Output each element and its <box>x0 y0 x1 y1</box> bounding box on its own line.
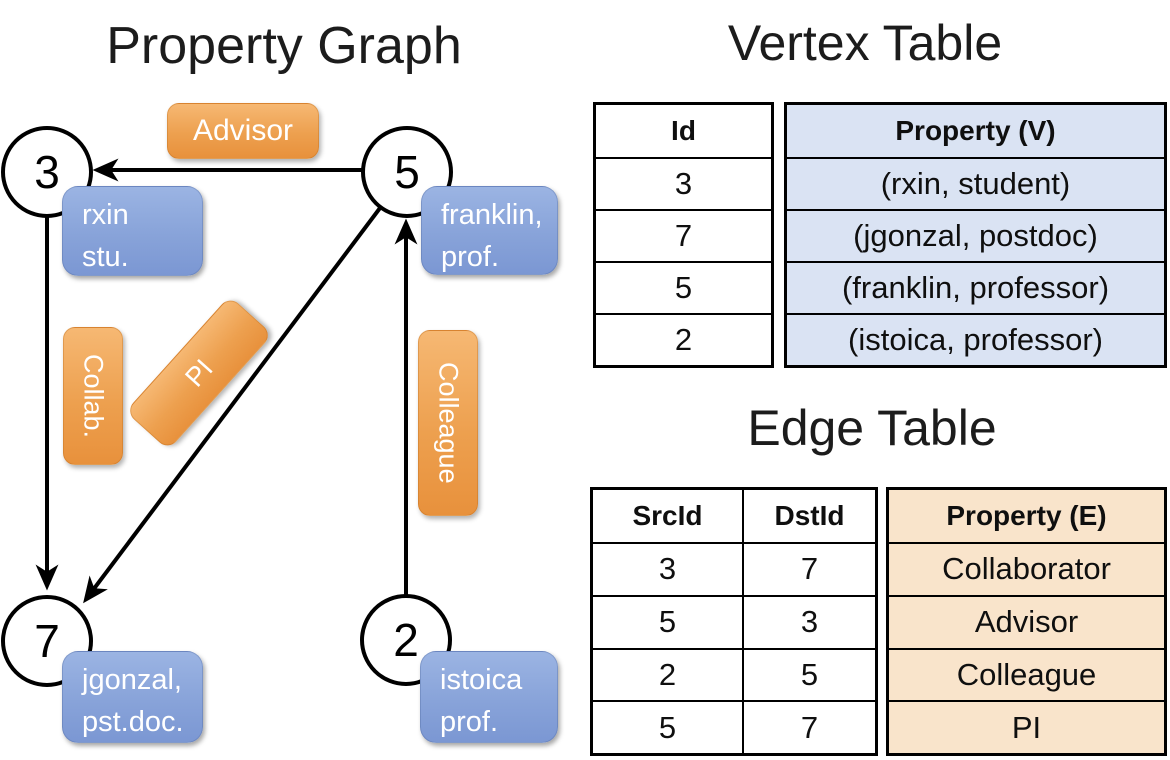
column-header-dstid: DstId <box>742 490 875 542</box>
node-circle-5: 5 <box>361 126 453 218</box>
column-header-property-e: Property (E) <box>946 500 1107 531</box>
property-line: pst.doc. <box>82 706 184 739</box>
edge-label-collab: Collab. <box>63 327 123 465</box>
property-graph-title: Property Graph <box>106 17 462 75</box>
node-property-box-2: istoica prof. <box>420 651 558 743</box>
property-line: rxin <box>82 199 129 231</box>
edge-dstid-cell: 7 <box>742 542 875 595</box>
node-id-label: 7 <box>34 615 60 667</box>
property-line: prof. <box>441 241 500 274</box>
edge-dstid-cell: 5 <box>742 647 875 701</box>
node-property-box-3: rxin stu. <box>62 186 203 276</box>
vertex-property-cell: (jgonzal, postdoc) <box>787 209 1164 261</box>
edge-srcid-cell: 5 <box>593 594 742 648</box>
vertex-id-cell: 5 <box>596 261 771 313</box>
property-line: prof. <box>440 706 499 739</box>
edge-srcid-cell: 3 <box>593 542 742 595</box>
edge-line-pi <box>83 206 382 604</box>
column-header-srcid: SrcId <box>632 500 703 531</box>
node-property-box-5: franklin, prof. <box>421 186 558 275</box>
edge-label-advisor: Advisor <box>167 103 319 159</box>
property-line: jgonzal, <box>82 664 182 696</box>
column-header-id: Id <box>671 115 696 146</box>
edge-table-property-column: Property (E) Collaborator Advisor Collea… <box>886 487 1167 756</box>
node-id-label: 2 <box>393 614 419 666</box>
vertex-property-cell: (rxin, student) <box>787 157 1164 209</box>
vertex-property-cell: (franklin, professor) <box>787 261 1164 313</box>
node-circle-2: 2 <box>360 594 452 686</box>
edge-dstid-cell: 3 <box>742 594 875 648</box>
edge-label-colleague: Colleague <box>418 330 478 516</box>
property-line: stu. <box>82 241 129 274</box>
edge-srcid-cell: 2 <box>593 647 742 701</box>
edge-srcid-cell: 5 <box>593 700 742 753</box>
vertex-id-cell: 3 <box>596 157 771 209</box>
vertex-table-id-column: Id 3 7 5 2 <box>593 102 774 368</box>
edge-property-cell: Collaborator <box>889 542 1164 595</box>
edge-property-cell: Advisor <box>889 594 1164 648</box>
vertex-id-cell: 7 <box>596 209 771 261</box>
column-header-property-v: Property (V) <box>895 115 1056 146</box>
edge-property-cell: PI <box>889 700 1164 753</box>
vertex-table-title: Vertex Table <box>727 15 1003 71</box>
edge-property-cell: Colleague <box>889 647 1164 701</box>
vertex-id-cell: 2 <box>596 313 771 365</box>
edge-dstid-cell: 7 <box>742 700 875 753</box>
node-id-label: 3 <box>34 146 60 198</box>
vertex-table-property-column: Property (V) (rxin, student) (jgonzal, p… <box>784 102 1167 368</box>
node-id-label: 5 <box>394 146 420 198</box>
vertex-property-cell: (istoica, professor) <box>787 313 1164 365</box>
edge-table-title: Edge Table <box>747 400 997 456</box>
edge-table-id-columns: SrcId DstId 3 7 5 3 2 5 5 7 <box>590 487 878 756</box>
property-line: franklin, <box>441 199 543 231</box>
property-line: istoica <box>440 664 523 696</box>
node-property-box-7: jgonzal, pst.doc. <box>62 651 203 743</box>
